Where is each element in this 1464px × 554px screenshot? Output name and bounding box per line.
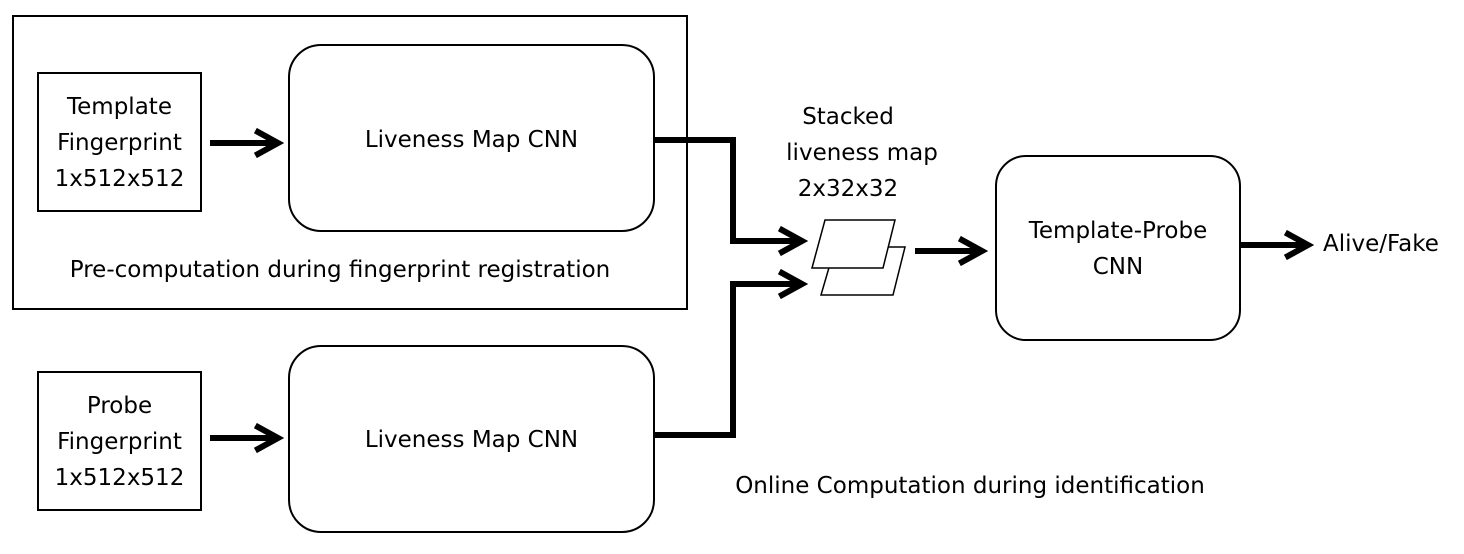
- probe-line-2: Fingerprint: [57, 429, 182, 455]
- stacked-line-3: 2x32x32: [798, 176, 898, 202]
- template-line-3: 1x512x512: [55, 166, 185, 192]
- precompute-region: [12, 15, 688, 310]
- liveness-top-label: Liveness Map CNN: [365, 127, 578, 153]
- stacked-liveness-map-icon: [811, 219, 906, 296]
- probe-line-3: 1x512x512: [55, 465, 185, 491]
- precompute-caption: Pre-computation during fingerprint regis…: [70, 257, 610, 283]
- template-line-2: Fingerprint: [57, 130, 182, 156]
- template-probe-line-2: CNN: [1093, 254, 1143, 280]
- liveness-bottom-label: Liveness Map CNN: [365, 427, 578, 453]
- stacked-line-1: Stacked: [802, 104, 894, 130]
- arrow-top-cnn-to-stack: [654, 137, 801, 241]
- stacked-line-2: liveness map: [786, 140, 938, 166]
- liveness-map-cnn-top: Liveness Map CNN: [288, 44, 655, 232]
- arrow-bottom-cnn-to-stack: [654, 284, 801, 438]
- online-caption: Online Computation during identification: [735, 473, 1205, 499]
- template-probe-cnn: Template-Probe CNN: [995, 155, 1241, 341]
- output-label: Alive/Fake: [1323, 231, 1439, 257]
- probe-fingerprint-box: Probe Fingerprint 1x512x512: [37, 371, 202, 511]
- template-fingerprint-box: Template Fingerprint 1x512x512: [37, 72, 202, 212]
- probe-line-1: Probe: [87, 393, 152, 419]
- template-line-1: Template: [66, 94, 172, 120]
- template-probe-line-1: Template-Probe: [1028, 218, 1208, 244]
- liveness-map-cnn-bottom: Liveness Map CNN: [288, 345, 655, 533]
